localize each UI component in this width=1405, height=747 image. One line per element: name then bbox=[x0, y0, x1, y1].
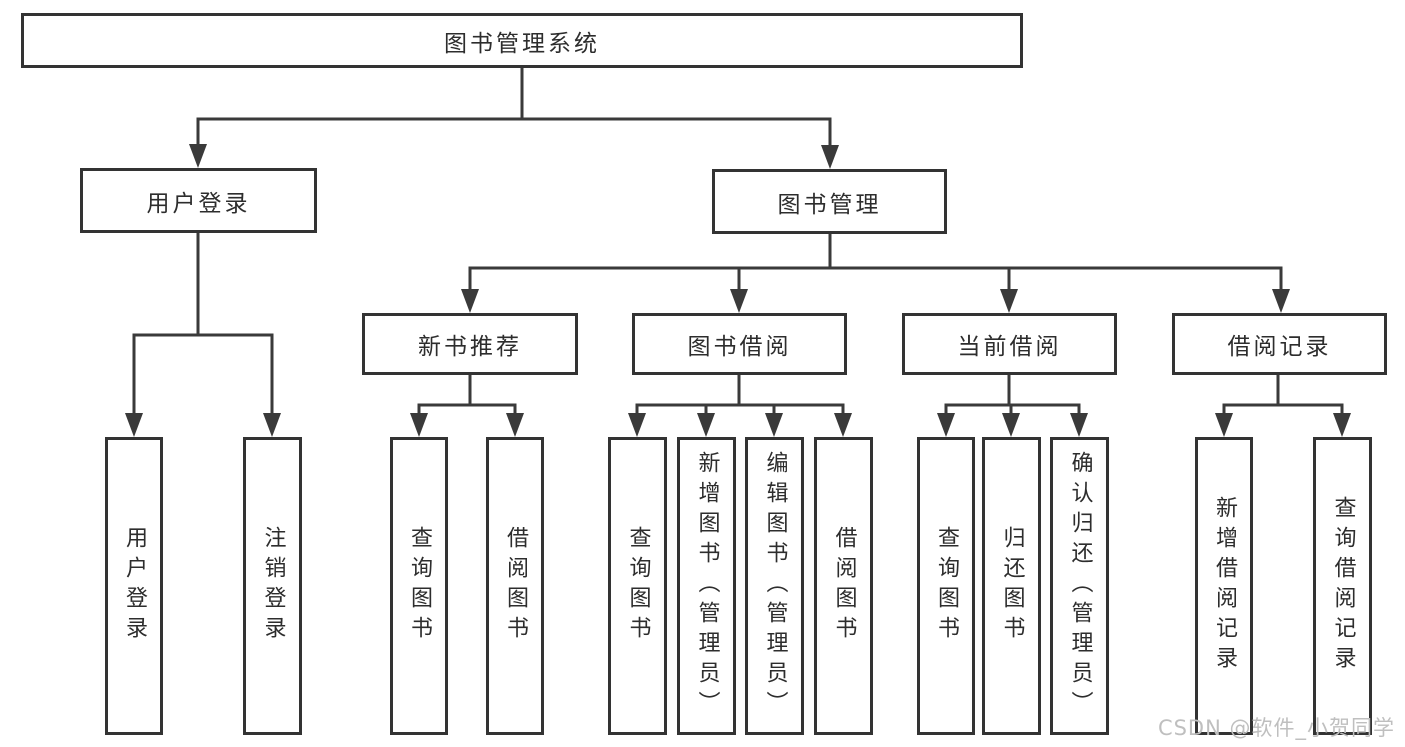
leaf-current-query-books-label: 查询图书 bbox=[934, 526, 959, 646]
node-borrowing-records: 借阅记录 bbox=[1172, 313, 1387, 375]
leaf-user-login-label: 用户登录 bbox=[122, 526, 147, 646]
leaf-logout: 注销登录 bbox=[243, 437, 302, 735]
leaf-borrowing-add-books-admin: 新增图书（管理员） bbox=[677, 437, 736, 735]
leaf-borrowing-add-books-admin-label: 新增图书（管理员） bbox=[694, 451, 720, 721]
leaf-borrowing-borrow-books: 借阅图书 bbox=[814, 437, 873, 735]
leaf-recommend-borrow-books: 借阅图书 bbox=[486, 437, 544, 735]
leaf-borrowing-borrow-books-label: 借阅图书 bbox=[831, 526, 857, 646]
leaf-records-query-record-label: 查询借阅记录 bbox=[1330, 496, 1356, 676]
leaf-current-return-books: 归还图书 bbox=[982, 437, 1041, 735]
node-root: 图书管理系统 bbox=[21, 13, 1023, 68]
csdn-watermark: CSDN @软件_小贺同学 bbox=[1157, 716, 1395, 740]
node-current-borrowing: 当前借阅 bbox=[902, 313, 1117, 375]
leaf-current-confirm-return-admin-label: 确认归还（管理员） bbox=[1067, 451, 1093, 721]
leaf-user-login: 用户登录 bbox=[105, 437, 163, 735]
leaf-logout-label: 注销登录 bbox=[260, 526, 286, 646]
leaf-records-add-record-label: 新增借阅记录 bbox=[1212, 496, 1237, 676]
leaf-current-return-books-label: 归还图书 bbox=[999, 526, 1025, 646]
leaf-current-confirm-return-admin: 确认归还（管理员） bbox=[1050, 437, 1109, 735]
node-new-book-recommend: 新书推荐 bbox=[362, 313, 578, 375]
leaf-borrowing-edit-books-admin: 编辑图书（管理员） bbox=[745, 437, 804, 735]
leaf-recommend-borrow-books-label: 借阅图书 bbox=[503, 526, 528, 646]
leaf-borrowing-query-books: 查询图书 bbox=[608, 437, 667, 735]
node-user-login: 用户登录 bbox=[80, 168, 317, 233]
leaf-borrowing-edit-books-admin-label: 编辑图书（管理员） bbox=[762, 451, 788, 721]
leaf-records-add-record: 新增借阅记录 bbox=[1195, 437, 1253, 735]
leaf-records-query-record: 查询借阅记录 bbox=[1313, 437, 1372, 735]
node-book-borrowing: 图书借阅 bbox=[632, 313, 847, 375]
leaf-recommend-query-books-label: 查询图书 bbox=[407, 526, 432, 646]
leaf-recommend-query-books: 查询图书 bbox=[390, 437, 448, 735]
leaf-borrowing-query-books-label: 查询图书 bbox=[625, 526, 651, 646]
leaf-current-query-books: 查询图书 bbox=[917, 437, 975, 735]
node-book-management: 图书管理 bbox=[712, 169, 947, 234]
